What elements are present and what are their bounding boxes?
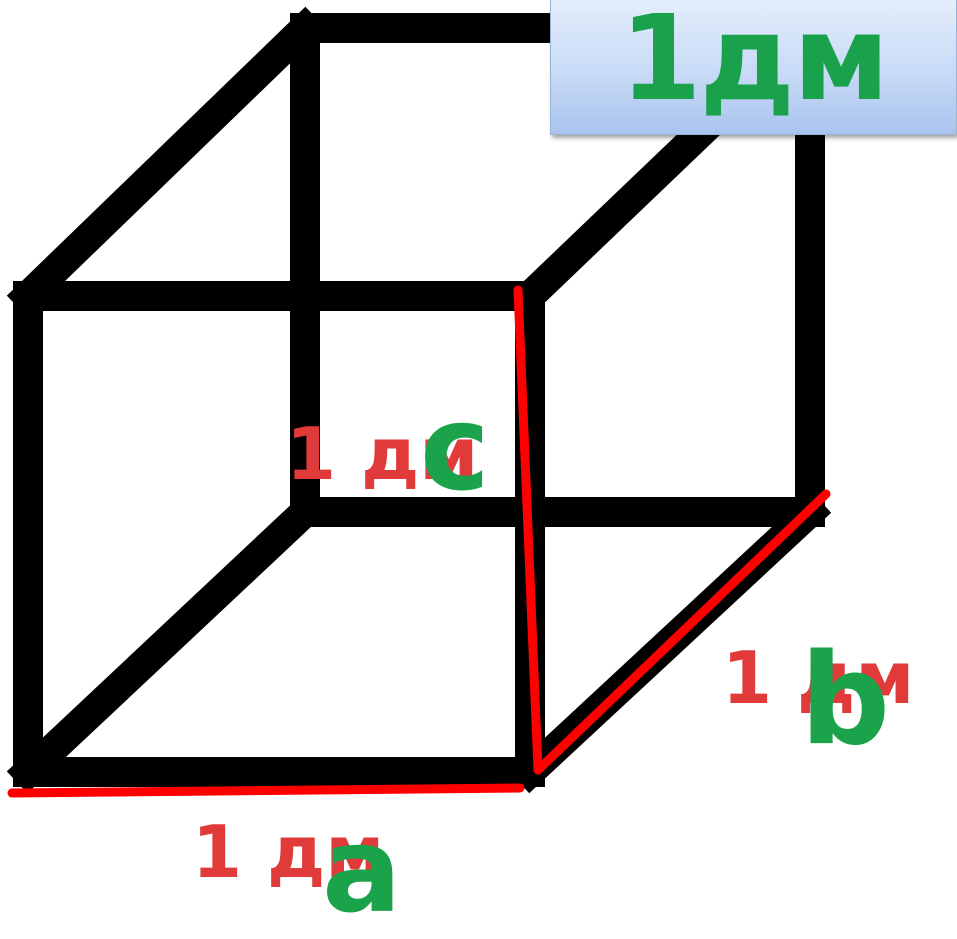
cube-wireframe [6, 6, 832, 794]
edge-b-measure-label: 1 дм [722, 636, 915, 720]
edge-a-highlight [7, 783, 525, 798]
title-box: 1дм [550, 0, 957, 135]
edge-a-letter-label: a [322, 801, 402, 939]
edge-c-letter-label: c [420, 379, 490, 517]
edge-a-measure-label: 1 дм [192, 810, 385, 894]
edge-c-highlight [513, 285, 543, 775]
edge-c-measure-label: 1 дм [286, 412, 479, 496]
connect-bottom-left-edge [6, 490, 327, 794]
edge-b-letter-label: b [800, 626, 891, 773]
title-label: 1дм [619, 0, 890, 127]
highlighted-edges [7, 285, 831, 798]
edge-b-highlight [533, 489, 831, 775]
connect-top-left-edge [6, 6, 327, 318]
